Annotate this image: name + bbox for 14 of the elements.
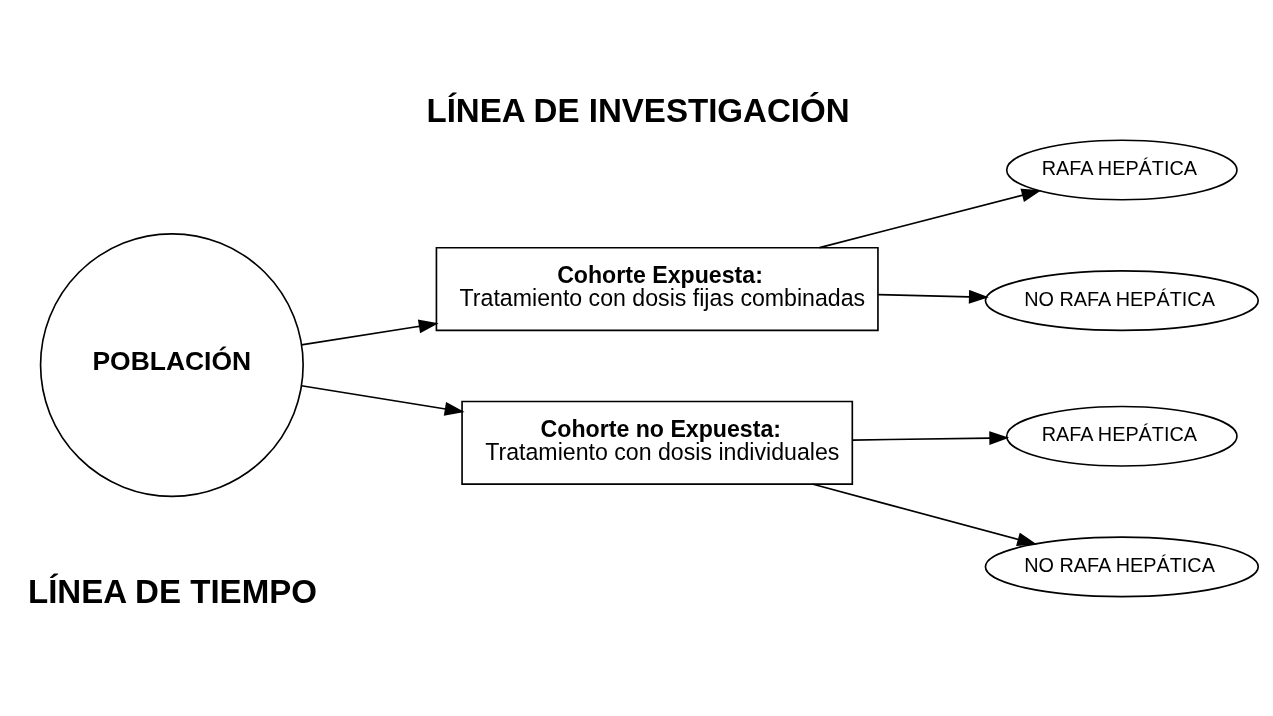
node-circle: POBLACIÓN	[39, 232, 304, 497]
node-box: Cohorte Expuesta: Tratamiento con dosis fijas combinadas	[435, 246, 879, 331]
node-ellipse: NO RAFA HEPÁTICA	[984, 269, 1260, 331]
node-ellipse: RAFA HEPÁTICA	[1005, 405, 1238, 467]
arrow	[851, 430, 1010, 445]
arrow	[300, 384, 465, 416]
node-ellipse: NO RAFA HEPÁTICA	[984, 535, 1260, 597]
arrow	[818, 188, 1042, 248]
arrow	[300, 319, 439, 346]
node-box: Cohorte no Expuesta: Tratamiento con dosis individuales	[461, 400, 854, 485]
arrow	[877, 289, 989, 304]
caption: LÍNEA DE TIEMPO	[27, 572, 317, 610]
diagram-title: LÍNEA DE INVESTIGACIÓN	[426, 91, 850, 129]
arrow	[812, 483, 1038, 546]
